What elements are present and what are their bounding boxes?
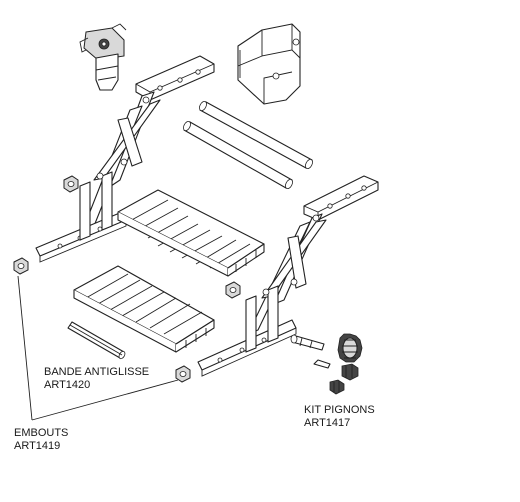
embouts-leaders xyxy=(17,275,179,421)
tube-upper xyxy=(199,100,313,170)
step-tread-lower xyxy=(73,265,215,353)
callout-bande-ref: ART1420 xyxy=(44,379,91,391)
end-cap-lower xyxy=(175,365,191,383)
end-cap-mid xyxy=(225,281,241,299)
pinion-small xyxy=(341,363,359,381)
step-tread-upper xyxy=(117,189,265,277)
callout-kit-ref: ART1417 xyxy=(304,417,351,429)
anti-slip-strip xyxy=(67,321,126,360)
callout-embouts-ref: ART1419 xyxy=(14,440,61,452)
right-frame xyxy=(197,175,379,377)
end-cap-left xyxy=(13,257,29,275)
callout-embouts: EMBOUTS ART1419 xyxy=(14,427,68,453)
callout-kit-name: KIT PIGNONS xyxy=(304,404,375,416)
end-cap-upper xyxy=(63,175,79,193)
callout-bande-antiglisse: BANDE ANTIGLISSE ART1420 xyxy=(44,366,149,392)
tube-lower xyxy=(183,120,293,190)
callout-bande-name: BANDE ANTIGLISSE xyxy=(44,366,150,378)
callout-kit-pignons: KIT PIGNONS ART1417 xyxy=(304,404,375,430)
motor-unit xyxy=(79,23,127,91)
pinion-large xyxy=(337,333,363,363)
gear-kit xyxy=(290,333,363,395)
callout-embouts-name: EMBOUTS xyxy=(14,427,69,439)
motor-cover xyxy=(237,23,301,105)
pinion-mini xyxy=(329,379,345,395)
left-frame xyxy=(35,55,215,263)
